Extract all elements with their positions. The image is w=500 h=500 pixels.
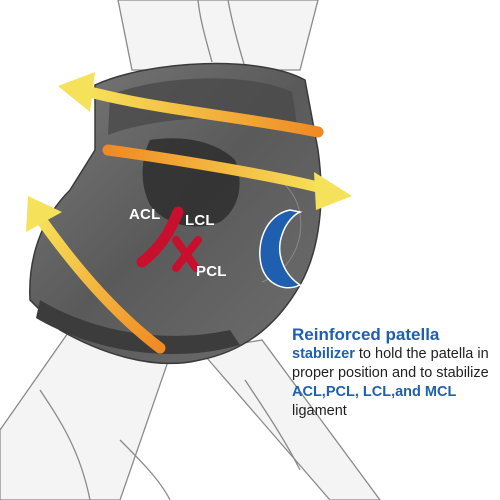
acl-label: ACL bbox=[129, 206, 161, 223]
feature-description: Reinforced patella stabilizer to hold th… bbox=[292, 324, 497, 421]
acl-ligament bbox=[136, 206, 184, 268]
description-title: Reinforced patella bbox=[292, 325, 440, 344]
description-highlight-ligaments: ACL,PCL, LCL,and MCL bbox=[292, 384, 457, 400]
pcl-label: PCL bbox=[196, 263, 227, 280]
leg-outline bbox=[0, 0, 381, 500]
description-text-2: ligament bbox=[292, 403, 347, 419]
description-highlight-stabilizer: stabilizer bbox=[292, 346, 355, 362]
patella-stabilizer-ring bbox=[259, 209, 303, 289]
pcl-ligament bbox=[172, 236, 202, 272]
ligament-markers bbox=[136, 206, 202, 272]
lcl-label: LCL bbox=[185, 212, 215, 229]
compression-arrows bbox=[26, 72, 352, 354]
description-text-1: to hold the patella in proper position a… bbox=[292, 346, 489, 381]
